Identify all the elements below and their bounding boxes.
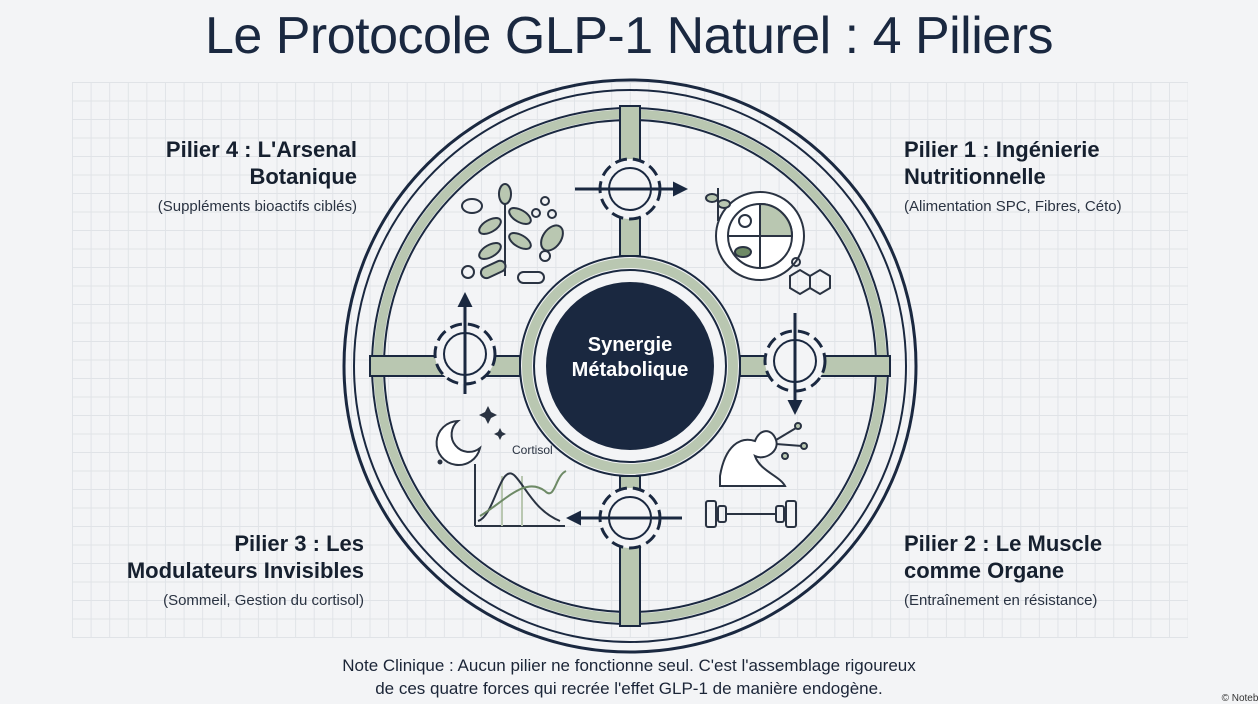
cortisol-label: Cortisol xyxy=(512,443,553,457)
corner-watermark: © Notebo xyxy=(1221,693,1258,704)
pillar-3-title-line2: Modulateurs Invisibles xyxy=(126,558,364,583)
pillar-3-title-line1: Pilier 3 : Les xyxy=(234,531,364,556)
botanical-supplements-icon xyxy=(461,183,564,284)
page-title: Le Protocole GLP-1 Naturel : 4 Piliers xyxy=(204,7,1054,65)
pillar-1-label: Pilier 1 : Ingénierie Nutritionnelle (Al… xyxy=(904,136,1224,215)
pillar-1-title-line1: Pilier 1 : Ingénierie xyxy=(904,137,1100,162)
pillar-2-title-line2: comme Organe xyxy=(904,558,1065,583)
clinical-note-line2: de ces quatre forces qui recrée l'effet … xyxy=(375,679,883,698)
pillar-2-title-line1: Pilier 2 : Le Muscle xyxy=(904,531,1103,556)
pillar-4-label: Pilier 4 : L'Arsenal Botanique (Suppléme… xyxy=(77,136,357,215)
center-line1: Synergie xyxy=(588,334,672,356)
clinical-note: Note Clinique : Aucun pilier ne fonction… xyxy=(0,654,1258,700)
center-synergy-badge: Synergie Métabolique xyxy=(546,282,714,450)
pillar-1-description: (Alimentation SPC, Fibres, Céto) xyxy=(904,198,1122,215)
muscle-dumbbell-icon xyxy=(705,422,808,528)
clinical-note-line1: Note Clinique : Aucun pilier ne fonction… xyxy=(342,656,916,675)
nutrition-plate-icon xyxy=(705,188,831,296)
center-line2: Métabolique xyxy=(572,359,689,381)
gear-arrow-top-icon xyxy=(575,157,688,221)
pillar-4-title-line2: Botanique xyxy=(249,164,357,189)
pillar-3-description: (Sommeil, Gestion du cortisol) xyxy=(163,592,364,609)
sleep-cortisol-icon: Cortisol xyxy=(435,406,567,527)
gear-arrow-bottom-icon xyxy=(566,486,682,550)
gear-arrow-right-icon xyxy=(763,313,827,415)
pillar-3-label: Pilier 3 : Les Modulateurs Invisibles (S… xyxy=(44,530,364,609)
pillar-4-description: (Suppléments bioactifs ciblés) xyxy=(157,198,357,215)
pillar-1-title-line2: Nutritionnelle xyxy=(904,164,1046,189)
pillar-4-title-line1: Pilier 4 : L'Arsenal xyxy=(165,137,357,162)
pillar-wheel-diagram: Synergie Métabolique xyxy=(342,78,918,654)
pillar-2-label: Pilier 2 : Le Muscle comme Organe (Entra… xyxy=(904,530,1224,609)
pillar-2-description: (Entraînement en résistance) xyxy=(904,592,1098,609)
gear-arrow-left-icon xyxy=(433,292,497,394)
